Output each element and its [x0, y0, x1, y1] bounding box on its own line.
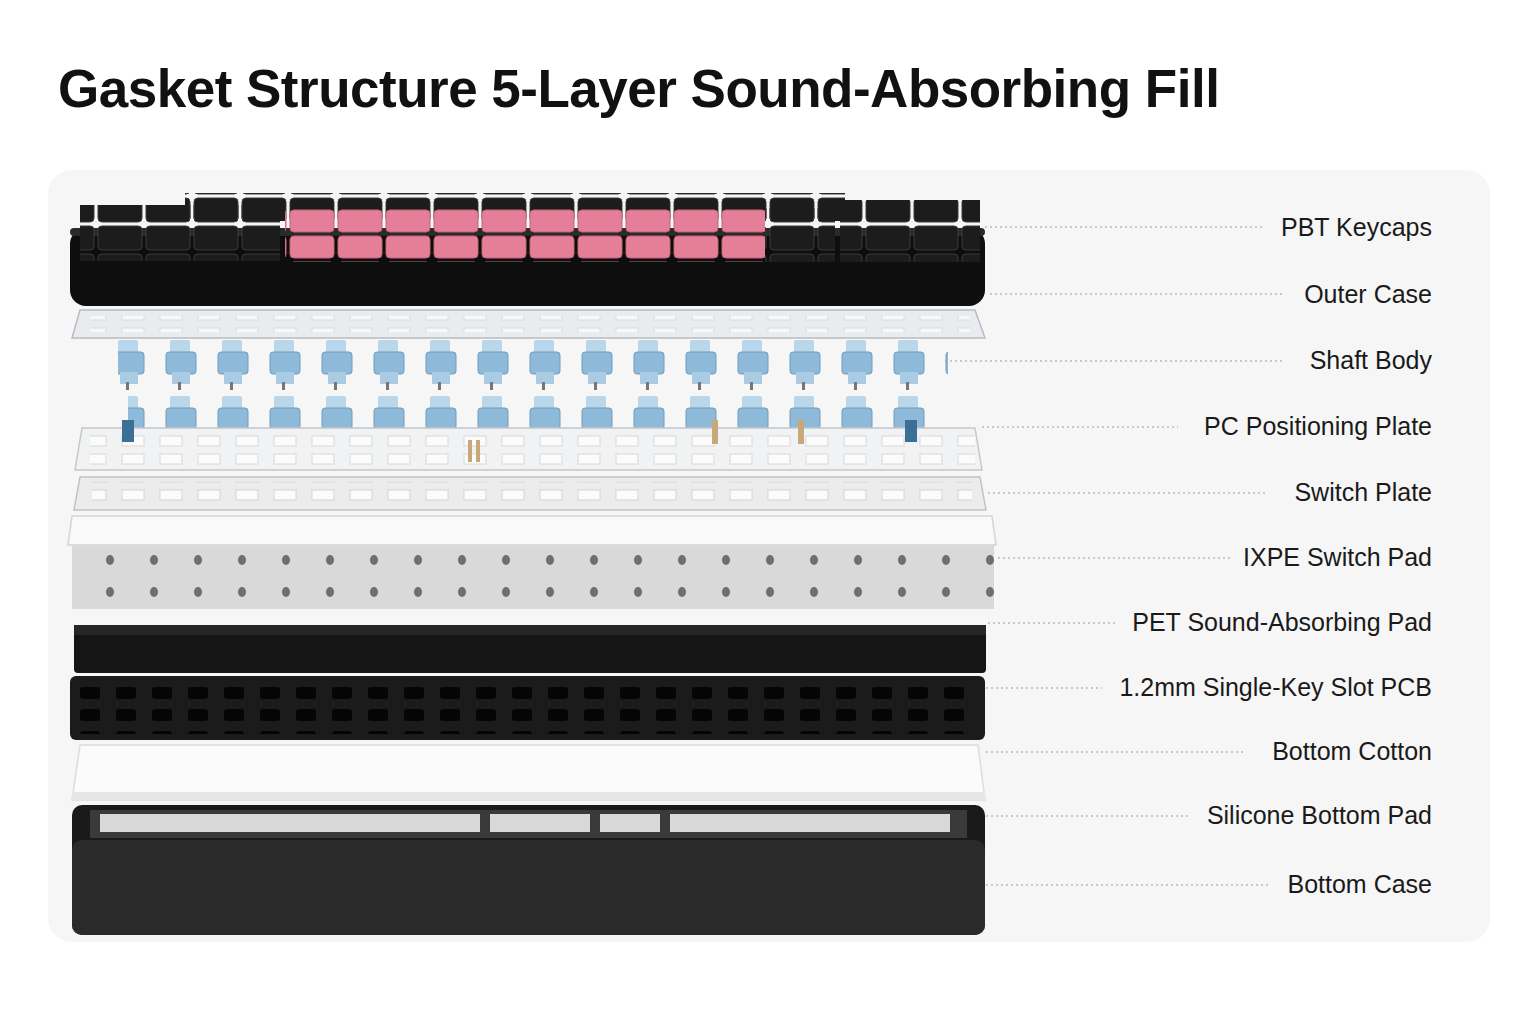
- part-label: Switch Plate: [1294, 477, 1432, 507]
- pcb: [70, 676, 985, 740]
- bottom-cotton: [72, 745, 985, 800]
- switch-plate: [74, 477, 986, 510]
- pc-positioning-plate: [75, 420, 982, 470]
- part-label: Bottom Case: [1287, 869, 1432, 899]
- part-label: Shaft Body: [1310, 345, 1432, 375]
- pet-pad: [74, 625, 986, 673]
- part-label: Outer Case: [1304, 279, 1432, 309]
- bottom-case: [72, 805, 985, 935]
- keyboard-top: [70, 193, 985, 306]
- ixpe-pad: [68, 516, 996, 609]
- title: Gasket Structure 5-Layer Sound-Absorbing…: [58, 58, 1219, 119]
- part-label: 1.2mm Single-Key Slot PCB: [1119, 672, 1432, 702]
- outer-case-plate: [72, 310, 985, 338]
- switch-array: [118, 340, 948, 438]
- panel: [48, 170, 1490, 942]
- leader-lines: [945, 227, 1285, 885]
- part-label: IXPE Switch Pad: [1243, 542, 1432, 572]
- part-label: Bottom Cotton: [1272, 736, 1432, 766]
- part-label: PBT Keycaps: [1281, 212, 1432, 242]
- part-label: PET Sound-Absorbing Pad: [1132, 607, 1432, 637]
- part-label: PC Positioning Plate: [1204, 411, 1432, 441]
- part-label: Silicone Bottom Pad: [1207, 800, 1432, 830]
